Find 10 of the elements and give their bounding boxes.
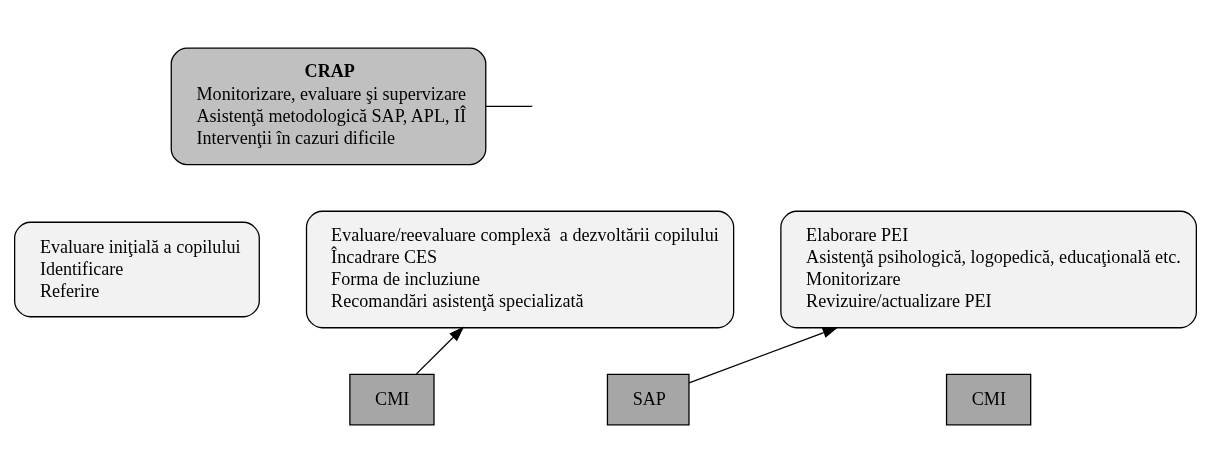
- arrow: [688, 327, 839, 384]
- node-box: Evaluare/reevaluare complexă a dezvoltării copilului Încadrare CES Forma de incluziune Recomandări asistenţă specializată: [305, 210, 735, 329]
- node-box: SAP: [606, 373, 690, 426]
- node-box: CMI: [349, 373, 435, 426]
- node-box: CRAP Monitorizare, evaluare şi supervizare Asistenţă metodologică SAP, APL, IÎ Intervenţii în cazuri dificile: [170, 47, 487, 166]
- arrow: [415, 326, 465, 375]
- node-box: CMI: [945, 373, 1032, 426]
- node-box: Elaborare PEI Asistenţă psihologică, logopedică, educaţională etc. Monitorizare Revizuire/actualizare PEI: [780, 210, 1197, 329]
- connector: [485, 105, 533, 108]
- node-box: Evaluare iniţială a copilului Identificare Referire: [14, 221, 260, 318]
